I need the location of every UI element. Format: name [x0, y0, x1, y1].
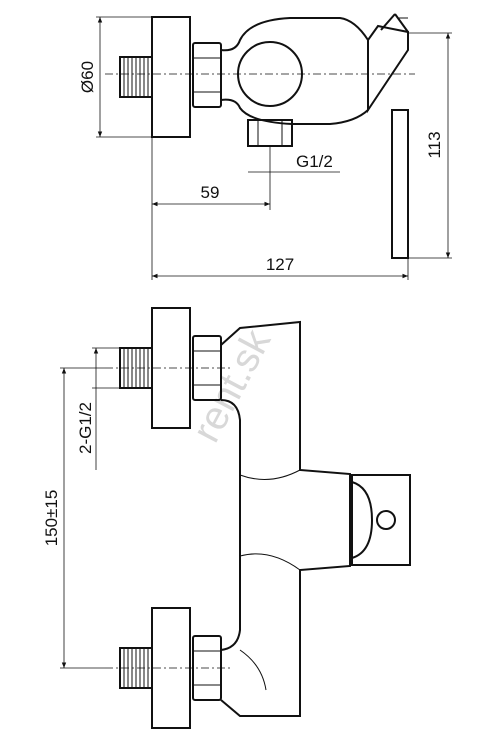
dim-height: 113 — [425, 131, 444, 158]
front-view: 2-G1/2 150±15 — [42, 307, 411, 729]
front-body — [220, 320, 351, 717]
top-body — [220, 17, 369, 125]
top-rosette — [151, 16, 191, 138]
dim-spacing: 150±15 — [42, 490, 61, 547]
top-inlet-thread — [119, 56, 153, 98]
top-view: Ø60 113 G1/2 59 127 — [78, 13, 452, 280]
dim-connections: 2-G1/2 — [76, 402, 95, 454]
front-handle — [351, 474, 411, 566]
dim-inlet-offset: 59 — [201, 183, 220, 202]
top-hex-nut — [192, 42, 222, 108]
dim-total-width: 127 — [266, 255, 294, 274]
dim-thread: G1/2 — [296, 152, 333, 171]
dim-diameter: Ø60 — [78, 61, 97, 93]
top-lever — [367, 13, 409, 259]
